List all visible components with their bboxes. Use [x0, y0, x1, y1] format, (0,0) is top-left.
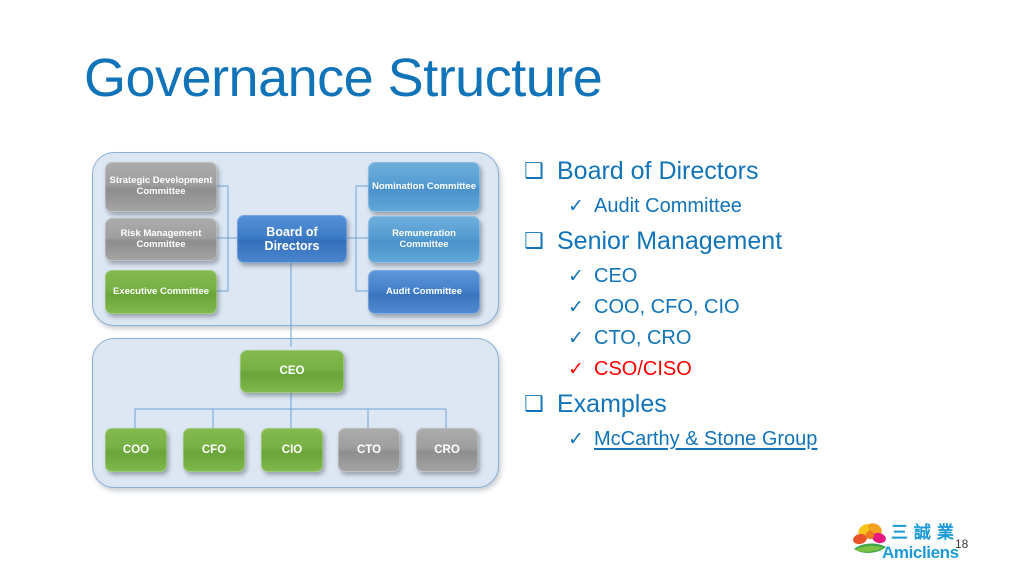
- sub-bullet-audit-committee[interactable]: ✓ Audit Committee: [568, 191, 1004, 222]
- node-label: COO: [122, 443, 150, 456]
- node-label: Nomination Committee: [372, 180, 476, 192]
- bullet-label: Examples: [557, 390, 667, 418]
- node-cfo[interactable]: CFO: [183, 428, 245, 472]
- square-bullet-icon: ❑: [524, 228, 544, 253]
- node-cto[interactable]: CTO: [338, 428, 400, 472]
- logo-chinese-name: 三 誠 業: [891, 522, 954, 543]
- node-label: CIO: [281, 443, 303, 456]
- logo-petals: [853, 523, 886, 545]
- square-bullet-icon: ❑: [524, 391, 544, 416]
- sub-bullet-ceo[interactable]: ✓ CEO: [568, 261, 1004, 292]
- bullet-group-examples[interactable]: ❑ Examples: [524, 385, 1004, 423]
- check-bullet-icon: ✓: [568, 196, 584, 217]
- sub-bullet-label: CTO, CRO: [594, 327, 692, 349]
- node-strategic-development-committee[interactable]: Strategic Development Committee: [105, 162, 217, 212]
- node-risk-management-committee[interactable]: Risk Management Committee: [105, 218, 217, 261]
- node-label: Risk Management Committee: [120, 227, 202, 250]
- node-cio[interactable]: CIO: [261, 428, 323, 472]
- node-label: Executive Committee: [112, 285, 210, 297]
- node-label: Board of Directors: [264, 225, 320, 253]
- sub-bullet-cso-ciso[interactable]: ✓ CSO/CISO: [568, 354, 1004, 385]
- bullet-group-board-of-directors[interactable]: ❑ Board of Directors: [524, 152, 1004, 190]
- hyperlink-mccarthy-stone-group[interactable]: McCarthy & Stone Group: [594, 428, 818, 450]
- check-bullet-icon: ✓: [568, 429, 584, 450]
- node-label: CTO: [356, 443, 382, 456]
- node-audit-committee[interactable]: Audit Committee: [368, 270, 480, 314]
- bullet-label: Senior Management: [557, 227, 783, 255]
- sub-bullet-label: CEO: [594, 265, 638, 287]
- check-bullet-icon: ✓: [568, 328, 584, 349]
- page-title: Governance Structure: [84, 48, 603, 108]
- node-label: CRO: [434, 443, 460, 456]
- node-ceo[interactable]: CEO: [240, 350, 344, 393]
- sub-bullet-label: CSO/CISO: [594, 358, 692, 380]
- logo-swoosh-accent: [855, 545, 883, 552]
- node-remuneration-committee[interactable]: Remuneration Committee: [368, 216, 480, 263]
- check-bullet-icon: ✓: [568, 359, 584, 380]
- check-bullet-icon: ✓: [568, 266, 584, 287]
- node-coo[interactable]: COO: [105, 428, 167, 472]
- sub-bullet-label: COO, CFO, CIO: [594, 296, 740, 318]
- node-label: Strategic Development Committee: [109, 175, 213, 197]
- node-nomination-committee[interactable]: Nomination Committee: [368, 162, 480, 212]
- sub-bullet-label: Audit Committee: [594, 195, 742, 217]
- node-cro[interactable]: CRO: [416, 428, 478, 472]
- node-label: CFO: [201, 443, 227, 456]
- company-logo: 三 誠 業 Amicliens: [848, 518, 978, 566]
- bullet-list: ❑ Board of Directors ✓ Audit Committee ❑…: [524, 152, 1004, 455]
- node-label: Remuneration Committee: [392, 227, 456, 250]
- page-number: 18: [955, 537, 969, 551]
- sub-bullet-coo-cfo-cio[interactable]: ✓ COO, CFO, CIO: [568, 292, 1004, 323]
- node-label: CEO: [279, 365, 305, 378]
- bullet-label: Board of Directors: [557, 157, 759, 185]
- node-label: Audit Committee: [386, 285, 462, 297]
- bullet-group-senior-management[interactable]: ❑ Senior Management: [524, 222, 1004, 260]
- node-executive-committee[interactable]: Executive Committee: [105, 270, 217, 314]
- sub-bullet-cto-cro[interactable]: ✓ CTO, CRO: [568, 323, 1004, 354]
- square-bullet-icon: ❑: [524, 158, 544, 183]
- node-board-of-directors[interactable]: Board of Directors: [237, 215, 347, 263]
- check-bullet-icon: ✓: [568, 297, 584, 318]
- logo-latin-name: Amicliens: [882, 543, 959, 562]
- sub-bullet-mccarthy-stone-group[interactable]: ✓ McCarthy & Stone Group: [568, 424, 1004, 455]
